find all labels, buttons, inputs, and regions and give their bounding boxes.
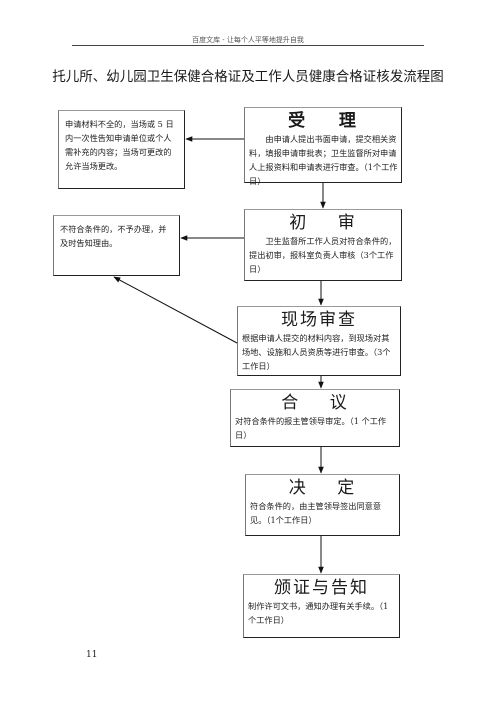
step-issue-and-notify-desc: 制作许可文书，通知办理有关手续。（1个工作日） bbox=[248, 601, 389, 625]
step-collegial-deliberation-title: 合 议 bbox=[281, 393, 349, 413]
step-onsite-inspection-title: 现场审查 bbox=[281, 310, 357, 330]
step-onsite-inspection-desc: 根据申请人提交的材料内容，到现场对其场地、设施和人员资质等进行审查。（3个工作日… bbox=[242, 333, 391, 371]
step-accept-desc: 由申请人提出书面申请，提交相关资料，填报申请审批表；卫生监督所对申请人上报资料和… bbox=[249, 134, 398, 186]
note-not-qualified: 不符合条件的，不予办理，并及时告知理由。 bbox=[53, 215, 180, 276]
step-onsite-inspection: 现场审查 根据申请人提交的材料内容，到现场对其场地、设施和人员资质等进行审查。（… bbox=[237, 306, 401, 376]
header-divider bbox=[72, 45, 424, 46]
step-collegial-deliberation-desc: 对符合条件的报主管领导审定。（1 个工作日） bbox=[235, 416, 387, 440]
note-not-qualified-text: 不符合条件的，不予办理，并及时告知理由。 bbox=[60, 224, 167, 248]
step-preliminary-review: 初 审 卫生监督所工作人员对符合条件的，提出初审，报科室负责人审核（3个工作日） bbox=[244, 209, 402, 281]
page-header: 百度文库 - 让每个人平等地提升自我 bbox=[192, 36, 304, 44]
note-incomplete-materials: 申请材料不全的，当场或 5 日内一次性告知申请单位或个人需补充的内容；当场可更改… bbox=[58, 110, 185, 189]
document-title: 托儿所、幼儿园卫生保健合格证及工作人员健康合格证核发流程图 bbox=[52, 69, 444, 85]
step-accept: 受 理 由申请人提出书面申请，提交相关资料，填报申请审批表；卫生监督所对申请人上… bbox=[244, 107, 402, 186]
step-accept-title: 受 理 bbox=[288, 111, 358, 131]
step-decision-desc: 符合条件的，由主管领导签出同意意见。（1个工作日） bbox=[250, 501, 382, 525]
page-number: 11 bbox=[86, 650, 98, 660]
arrow-inspection-to-note-not-qualified bbox=[113, 276, 238, 344]
step-decision: 决 定 符合条件的，由主管领导签出同意意见。（1个工作日） bbox=[245, 474, 400, 536]
step-collegial-deliberation: 合 议 对符合条件的报主管领导审定。（1 个工作日） bbox=[230, 389, 400, 447]
step-preliminary-review-desc: 卫生监督所工作人员对符合条件的，提出初审，报科室负责人审核（3个工作日） bbox=[249, 236, 397, 274]
note-incomplete-materials-text: 申请材料不全的，当场或 5 日内一次性告知申请单位或个人需补充的内容；当场可更改… bbox=[65, 119, 174, 171]
step-decision-title: 决 定 bbox=[288, 478, 357, 498]
step-issue-and-notify-title: 颁证与告知 bbox=[274, 578, 369, 598]
step-issue-and-notify: 颁证与告知 制作许可文书，通知办理有关手续。（1个工作日） bbox=[243, 574, 400, 638]
step-preliminary-review-title: 初 审 bbox=[289, 213, 357, 233]
